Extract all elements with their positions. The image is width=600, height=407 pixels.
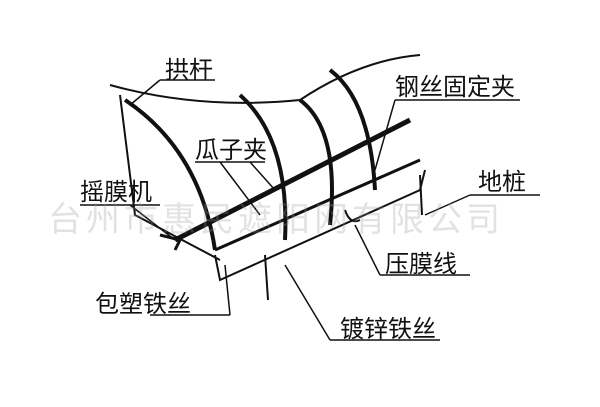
film-side-edge — [119, 94, 221, 261]
label-film-roller: 摇膜机 — [80, 178, 152, 206]
crank-handle — [159, 233, 183, 251]
label-coated-wire: 包塑铁丝 — [95, 290, 191, 318]
arch-pole-1 — [123, 98, 217, 251]
label-arch-pole: 拱杆 — [165, 56, 213, 84]
stake-1 — [264, 254, 269, 301]
label-melon-clip: 瓜子夹 — [195, 136, 267, 164]
watermark: 台州市惠民遮阳网有限公司 — [48, 200, 504, 240]
stake-2 — [419, 174, 423, 216]
leader-lines — [80, 79, 540, 341]
wire-line — [214, 158, 421, 252]
film-top-edge — [109, 54, 421, 104]
label-ground-stake: 地桩 — [478, 168, 526, 196]
film-roller-bar — [173, 117, 412, 243]
ground-line — [214, 169, 426, 282]
press-line-hook — [344, 209, 361, 223]
arch-pole-4 — [328, 68, 377, 191]
label-film-press-line: 压膜线 — [385, 250, 457, 278]
label-galvanized-wire: 镀锌铁丝 — [340, 315, 436, 343]
arch-pole-3 — [298, 98, 334, 226]
label-wire-clip: 钢丝固定夹 — [395, 73, 515, 101]
